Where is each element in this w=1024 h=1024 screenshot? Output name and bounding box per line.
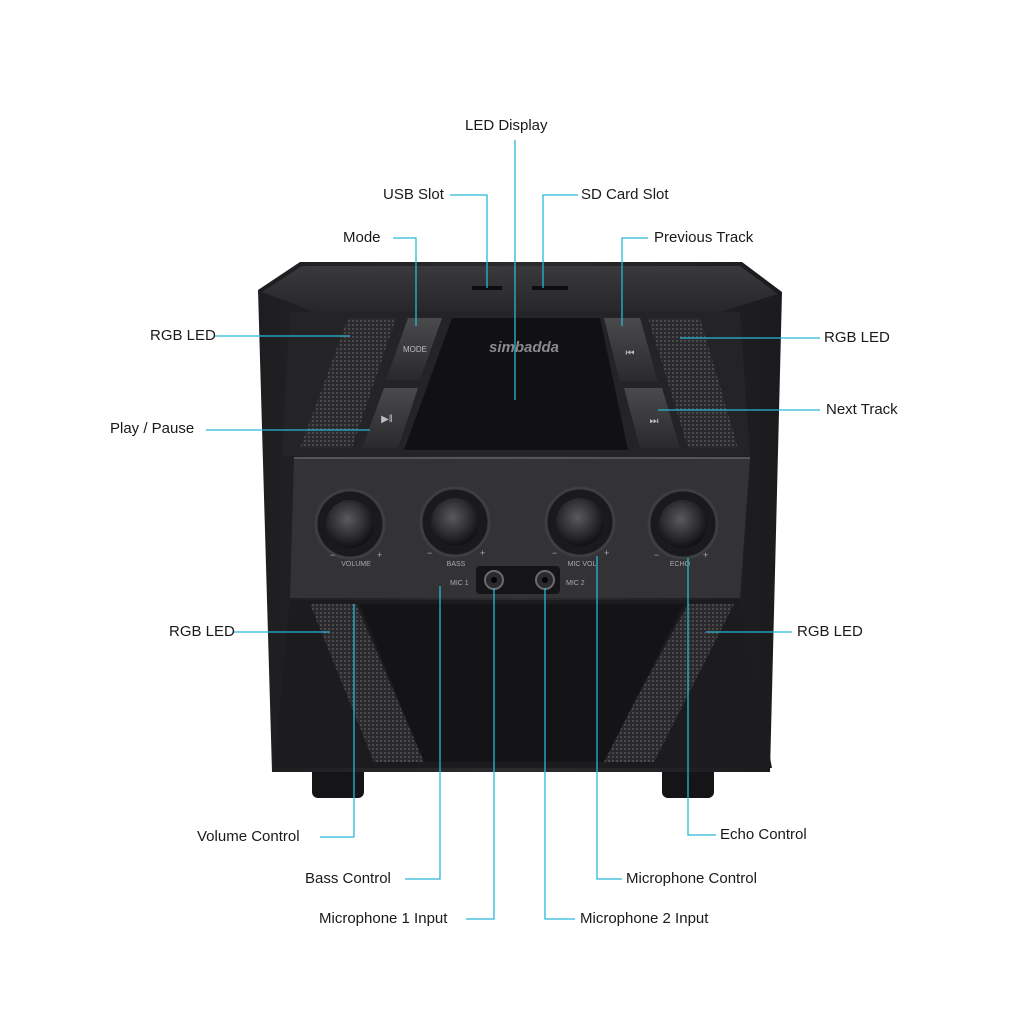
volume-plus: + bbox=[377, 550, 382, 560]
callout-led-display: LED Display bbox=[465, 117, 548, 134]
rgb-led-top-right bbox=[648, 318, 738, 448]
knob-label-volume: VOLUME bbox=[341, 561, 371, 568]
bass-minus: − bbox=[427, 548, 432, 558]
mode-button-label: MODE bbox=[403, 345, 427, 354]
knob-label-echo: ECHO bbox=[670, 561, 691, 568]
next-track-button[interactable] bbox=[624, 388, 680, 448]
callout-sd-card-slot: SD Card Slot bbox=[581, 186, 669, 203]
rgb-led-bottom-right bbox=[602, 604, 734, 762]
bass-plus: + bbox=[480, 548, 485, 558]
knob-label-mic-vol: MIC VOL bbox=[568, 561, 597, 568]
top-bevel bbox=[262, 266, 778, 318]
callout-rgb-led-bottom-right: RGB LED bbox=[797, 623, 863, 640]
bass-knob[interactable] bbox=[419, 486, 491, 558]
mic-vol-knob[interactable] bbox=[544, 486, 616, 558]
echo-minus: − bbox=[654, 550, 659, 560]
play-pause-button[interactable] bbox=[362, 388, 418, 448]
callout-microphone-1-input: Microphone 1 Input bbox=[319, 910, 448, 927]
sd-card-slot bbox=[532, 286, 568, 290]
rgb-led-bottom-left bbox=[310, 604, 424, 762]
bottom-reflection bbox=[360, 604, 684, 762]
callout-rgb-led-top-right: RGB LED bbox=[824, 329, 890, 346]
echo-knob[interactable] bbox=[647, 488, 719, 560]
mode-button[interactable] bbox=[386, 318, 442, 380]
callout-mode: Mode bbox=[343, 229, 381, 246]
rgb-led-top-left bbox=[300, 318, 396, 448]
foot-left bbox=[312, 764, 364, 798]
control-panel bbox=[290, 458, 750, 598]
volume-minus: − bbox=[330, 550, 335, 560]
mic-vol-plus: + bbox=[604, 548, 609, 558]
callout-previous-track: Previous Track bbox=[654, 229, 754, 246]
mic-vol-minus: − bbox=[552, 548, 557, 558]
play-pause-icon: ▶‖ bbox=[381, 414, 393, 425]
previous-track-button[interactable] bbox=[604, 318, 658, 382]
echo-plus: + bbox=[703, 550, 708, 560]
knob-label-bass: BASS bbox=[447, 561, 466, 568]
volume-knob[interactable] bbox=[314, 488, 386, 560]
callout-next-track: Next Track bbox=[826, 401, 898, 418]
callout-echo-control: Echo Control bbox=[720, 826, 807, 843]
callout-leader-lines bbox=[206, 140, 820, 920]
callout-rgb-led-top-left: RGB LED bbox=[150, 327, 216, 344]
callout-bass-control: Bass Control bbox=[305, 870, 391, 887]
mic-1-label: MIC 1 bbox=[450, 580, 469, 587]
callout-microphone-2-input: Microphone 2 Input bbox=[580, 910, 709, 927]
brand-logo: simbadda bbox=[489, 339, 559, 356]
mic-2-label: MIC 2 bbox=[566, 580, 585, 587]
callout-rgb-led-bottom-left: RGB LED bbox=[169, 623, 235, 640]
callout-usb-slot: USB Slot bbox=[383, 186, 444, 203]
previous-track-icon: ⏮ bbox=[626, 348, 635, 359]
next-track-icon: ⏭ bbox=[650, 416, 659, 427]
callout-volume-control: Volume Control bbox=[197, 828, 300, 845]
led-display-window bbox=[404, 318, 628, 450]
callout-microphone-control: Microphone Control bbox=[626, 870, 757, 887]
callout-play-pause: Play / Pause bbox=[110, 420, 195, 437]
